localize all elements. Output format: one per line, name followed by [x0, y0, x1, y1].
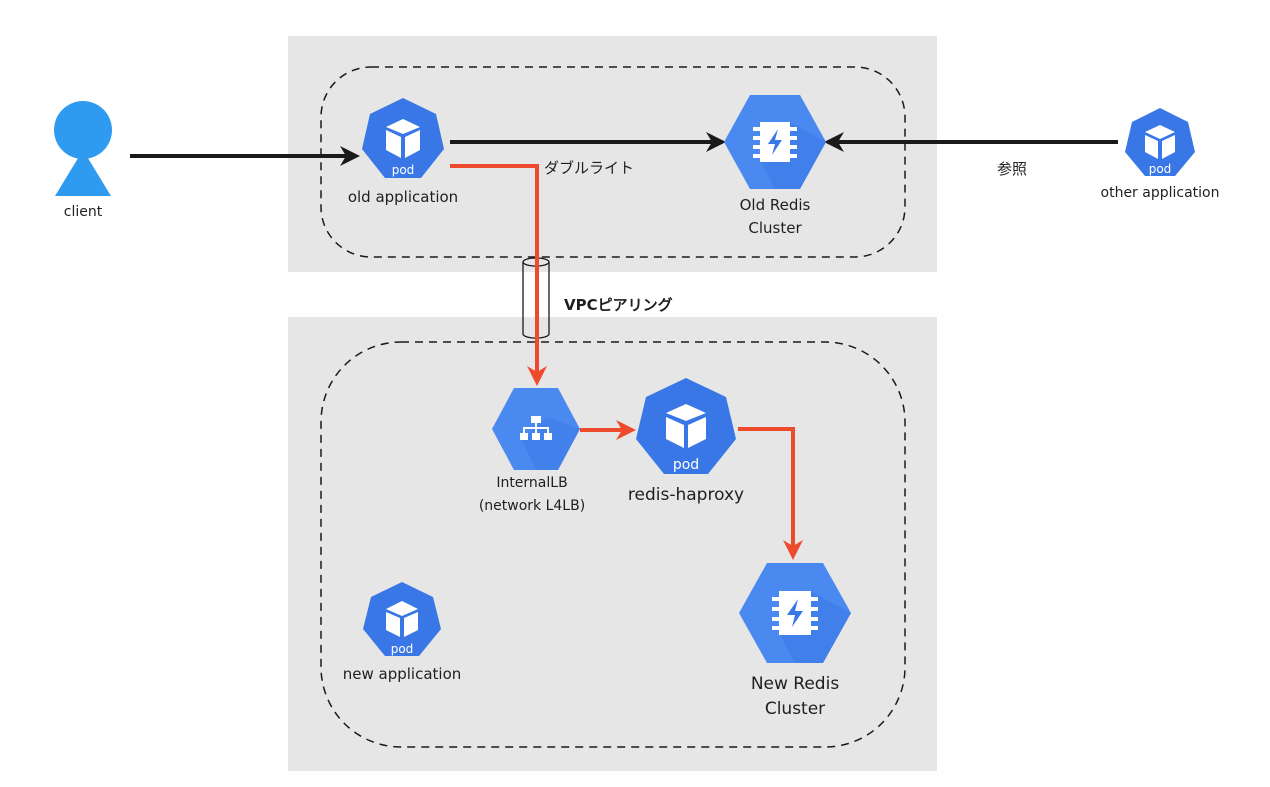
new-vpc-background	[288, 317, 937, 771]
old-redis-label-line2: Cluster	[748, 219, 802, 237]
pod-icon: pod	[363, 582, 441, 656]
pod-badge: pod	[391, 642, 414, 656]
other-application-node[interactable]: pod other application	[1101, 108, 1220, 201]
memorystore-chip-icon	[772, 591, 818, 635]
pod-cube-icon	[1145, 125, 1175, 159]
pod-badge: pod	[392, 163, 415, 177]
pod-cube-icon	[386, 119, 420, 158]
new-redis-label-line2: Cluster	[765, 699, 825, 719]
double-write-label: ダブルライト	[544, 159, 634, 177]
memorystore-chip-icon	[753, 122, 797, 162]
new-vpc-zone	[288, 317, 937, 771]
client-label: client	[64, 204, 103, 220]
lb-hex-icon	[492, 388, 580, 470]
person-icon	[54, 101, 112, 196]
pod-badge: pod	[1149, 162, 1172, 176]
new-application-node[interactable]: pod new application	[343, 582, 462, 683]
new-redis-node[interactable]: New Redis Cluster	[739, 563, 851, 719]
old-application-label: old application	[348, 188, 458, 206]
pod-cube-icon	[666, 404, 706, 448]
redis-hex-icon	[739, 563, 851, 663]
redis-haproxy-label: redis-haproxy	[628, 485, 744, 505]
redis-hex-icon	[724, 95, 826, 189]
pod-icon: pod	[362, 98, 444, 178]
other-application-label: other application	[1101, 185, 1220, 201]
new-cluster-boundary	[320, 341, 906, 748]
new-application-label: new application	[343, 665, 462, 683]
pod-icon: pod	[636, 378, 736, 474]
pod-cube-icon	[386, 601, 418, 637]
old-application-node[interactable]: pod old application	[348, 98, 458, 206]
old-cluster-boundary	[320, 66, 906, 258]
client-node[interactable]: client	[54, 101, 112, 220]
pod-badge: pod	[673, 457, 699, 473]
load-balancer-icon	[520, 416, 552, 440]
internal-lb-label-line1: InternalLB	[496, 475, 567, 491]
old-redis-node[interactable]: Old Redis Cluster	[724, 95, 826, 237]
haproxy-to-new-redis-arrow	[738, 427, 803, 560]
internal-lb-node[interactable]: InternalLB (network L4LB)	[479, 388, 585, 514]
reference-label: 参照	[997, 160, 1027, 178]
old-app-to-lb-arrow	[450, 164, 547, 386]
pod-icon: pod	[1125, 108, 1195, 176]
redis-haproxy-node[interactable]: pod redis-haproxy	[628, 378, 744, 505]
vpc-peering-label: VPCピアリング	[564, 296, 673, 314]
old-redis-label-line1: Old Redis	[740, 196, 811, 214]
internal-lb-label-line2: (network L4LB)	[479, 498, 585, 514]
new-redis-label-line1: New Redis	[751, 674, 840, 694]
